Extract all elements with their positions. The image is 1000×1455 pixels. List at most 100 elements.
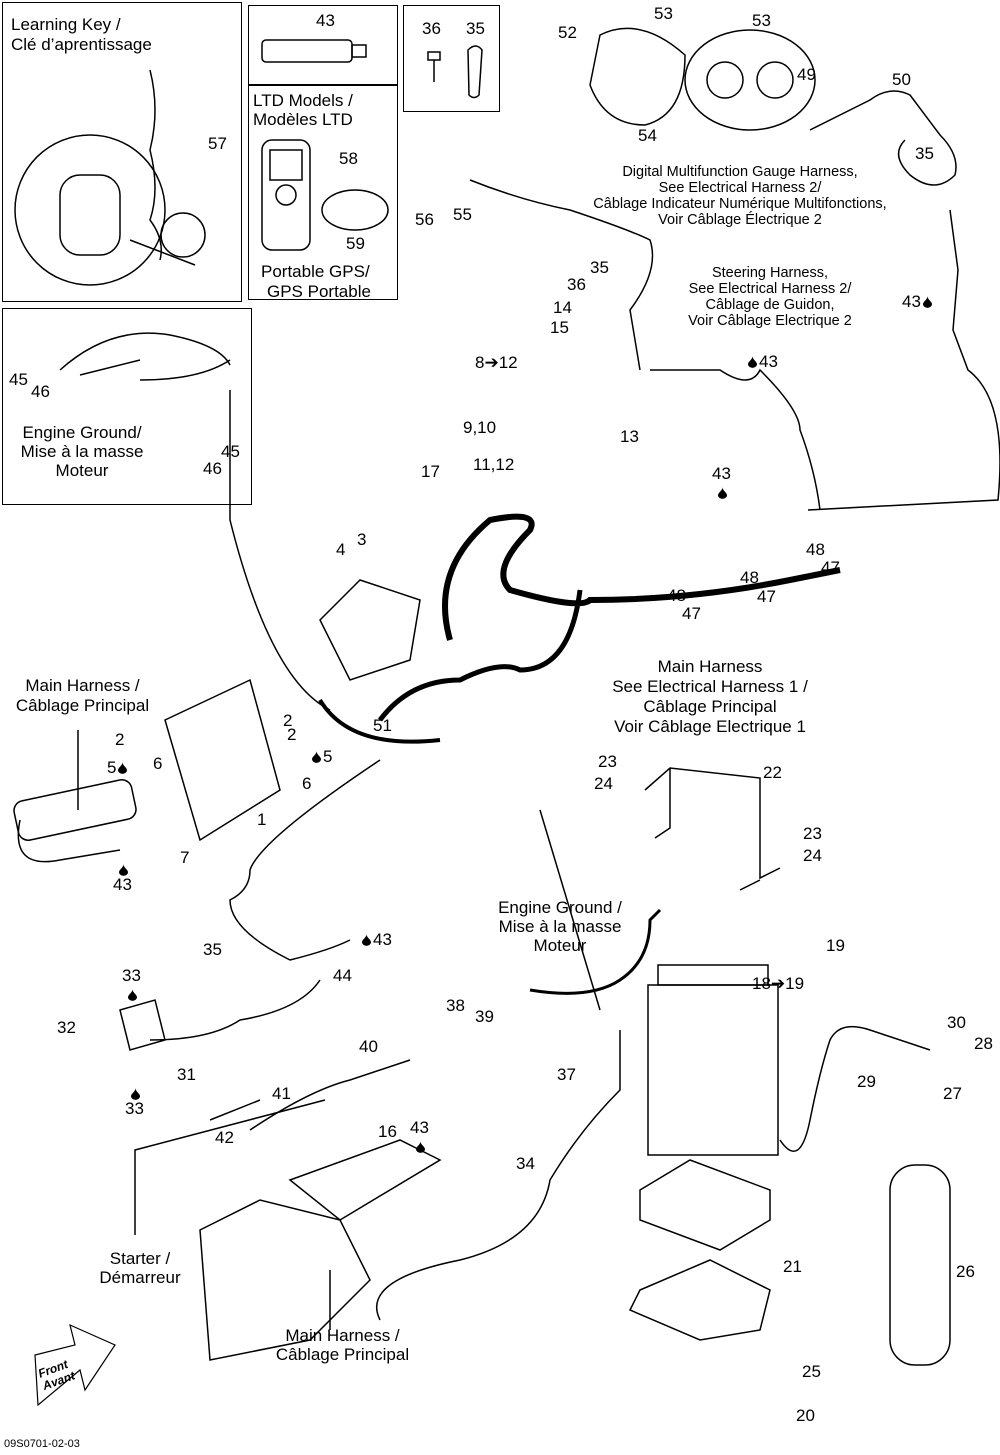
callout-number: 13	[620, 427, 639, 446]
learning-key-inset: Learning Key / Clé d’aprentissage 57	[2, 2, 242, 302]
learning-key-title-en: Learning Key /	[11, 15, 121, 34]
callout-46: 46	[203, 459, 222, 478]
main-harness-line: Voir Câblage Electrique 1	[614, 717, 806, 736]
callout-number: 48	[806, 540, 825, 559]
callout-label: 43	[712, 465, 731, 499]
callout-number: 18➔19	[752, 974, 805, 993]
callout-label: 55	[453, 206, 472, 224]
callout-number: 24	[803, 846, 822, 865]
callout-label: 21	[783, 1258, 802, 1276]
callout-label: 41	[272, 1085, 291, 1103]
callout-label: 2	[115, 731, 124, 749]
engine-ground-label-1: Engine Ground/	[22, 423, 142, 442]
callout-number: 1	[257, 810, 267, 829]
callout-number: 16	[378, 1122, 397, 1141]
callout-number: 36	[567, 275, 586, 294]
callout-number: 40	[359, 1037, 378, 1056]
main-harness-bottom-line: Câblage Principal	[275, 1345, 410, 1364]
starter-line: Démarreur	[99, 1268, 181, 1287]
callout-label: 25	[802, 1363, 821, 1381]
callout-number: 7	[180, 848, 190, 867]
callout-label: 40	[359, 1038, 378, 1056]
callout-45: 45	[221, 442, 240, 461]
callout-number: 15	[550, 318, 569, 337]
callout-58: 58	[339, 149, 358, 168]
callout-number: 27	[943, 1084, 962, 1103]
learning-key-title-fr: Clé d’aprentissage	[11, 35, 152, 54]
callout-number: 24	[594, 774, 613, 793]
callout-label: 9,10	[463, 419, 496, 437]
callout-number: 43	[113, 875, 132, 894]
callout-number: 47	[682, 604, 701, 623]
callout-label: 37	[557, 1066, 576, 1084]
gps-caption-fr: GPS Portable	[267, 282, 371, 301]
callout-label: 48	[667, 587, 686, 605]
callout-label: 2	[287, 726, 296, 744]
adhesive-drop-icon	[718, 485, 727, 499]
ltd-title-en: LTD Models /	[253, 91, 353, 110]
engine-ground-line: Moteur	[533, 936, 587, 955]
gauge-harness-line: Voir Câblage Électrique 2	[658, 212, 822, 228]
main-harness-bottom-line: Main Harness /	[285, 1326, 400, 1345]
adhesive-drop-icon	[131, 1086, 140, 1100]
callout-number: 26	[956, 1262, 975, 1281]
callout-number: 5	[107, 758, 117, 777]
callout-label: 13	[620, 428, 639, 446]
callout-number: 11,12	[473, 455, 515, 474]
callout-label: 48	[806, 541, 825, 559]
callout-number: 17	[421, 462, 440, 481]
hardware-inset: 36 35	[403, 5, 500, 112]
callout-number: 29	[857, 1072, 876, 1091]
callout-number: 21	[783, 1257, 802, 1276]
callout-number: 43	[410, 1118, 429, 1137]
sealant-inset: 43	[248, 5, 398, 85]
callout-label: 39	[475, 1008, 494, 1026]
callout-label: 35	[203, 941, 222, 959]
callout-label: 18➔19	[752, 975, 804, 993]
callout-35: 35	[466, 19, 485, 38]
callout-number: 6	[153, 754, 163, 773]
adhesive-drop-icon	[748, 354, 757, 368]
learning-key-detail-circle	[14, 134, 166, 286]
callout-number: 35	[915, 144, 934, 163]
callout-number: 43	[373, 930, 392, 949]
callout-label: 50	[892, 71, 911, 89]
callout-label: 33	[125, 1086, 144, 1118]
callout-number: 34	[516, 1154, 535, 1173]
callout-label: 43	[746, 353, 778, 371]
callout-number: 8➔12	[475, 353, 518, 372]
adhesive-drop-icon	[362, 932, 371, 946]
callout-label: 52	[558, 24, 577, 42]
callout-number: 38	[446, 996, 465, 1015]
callout-number: 55	[453, 205, 472, 224]
callout-number: 3	[357, 530, 367, 549]
callout-label: 4	[336, 541, 345, 559]
callout-43: 43	[316, 11, 335, 30]
callout-label: 14	[553, 299, 572, 317]
callout-label: 47	[757, 588, 776, 606]
callout-label: 7	[180, 849, 189, 867]
main-harness-left-line: Câblage Principal	[15, 696, 150, 715]
gps-caption-en: Portable GPS/	[261, 262, 370, 281]
callout-label: 26	[956, 1263, 975, 1281]
callout-label: 23	[803, 825, 822, 843]
callout-number: 53	[752, 11, 771, 30]
callout-number: 53	[654, 4, 673, 23]
main-harness-line: Main Harness	[657, 657, 763, 676]
callout-label: 30	[947, 1014, 966, 1032]
callout-number: 30	[947, 1013, 966, 1032]
callout-number: 47	[757, 587, 776, 606]
callout-label: 8➔12	[475, 354, 518, 372]
callout-number: 48	[667, 586, 686, 605]
callout-number: 33	[122, 966, 141, 985]
callout-label: 6	[153, 755, 162, 773]
callout-number: 23	[803, 824, 822, 843]
callout-label: 5	[107, 759, 129, 777]
callout-label: 43	[360, 931, 392, 949]
callout-label: 5	[310, 748, 332, 766]
callout-label: 42	[215, 1129, 234, 1147]
callout-number: 20	[796, 1406, 815, 1425]
callout-label: 20	[796, 1407, 815, 1425]
callout-number: 49	[797, 65, 816, 84]
callout-number: 23	[598, 752, 617, 771]
